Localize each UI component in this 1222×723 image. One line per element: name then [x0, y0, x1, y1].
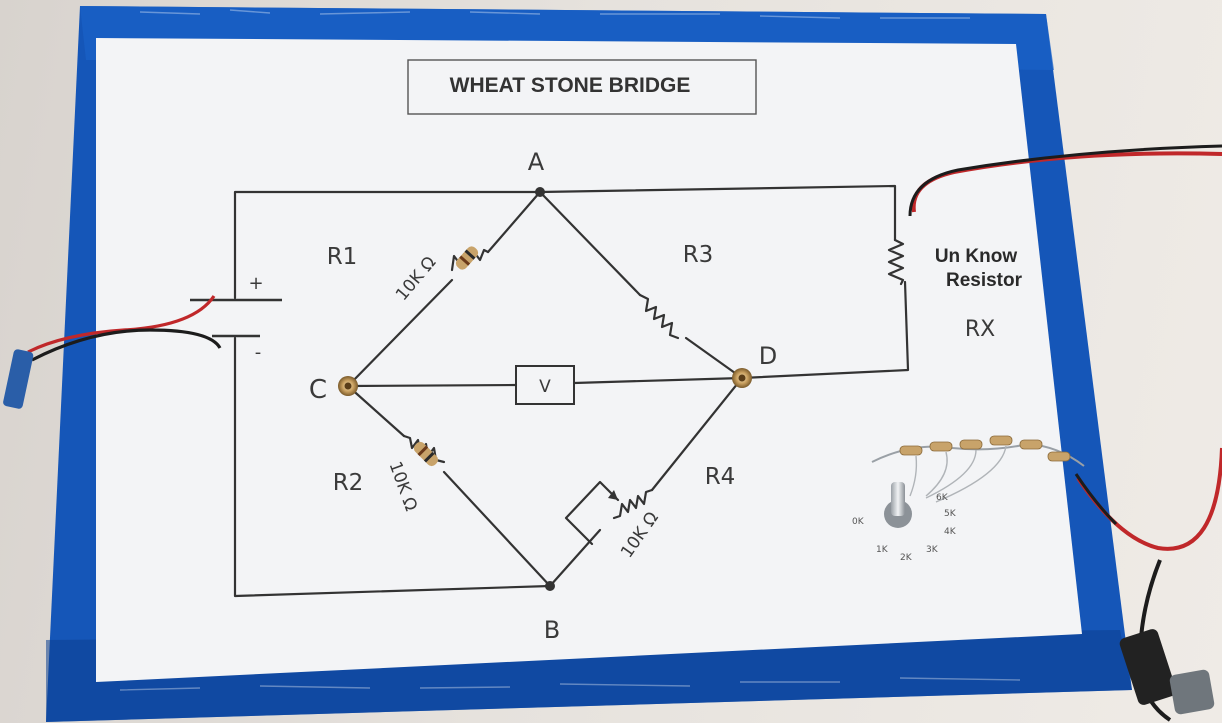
svg-text:6K: 6K	[936, 493, 949, 503]
node-d-eyelet	[732, 368, 752, 388]
unknown-resistor-line1: Un Know	[935, 246, 1018, 267]
node-c-eyelet	[338, 376, 358, 396]
title: WHEAT STONE BRIDGE	[450, 74, 691, 97]
node-b-label: B	[544, 616, 560, 644]
left-lead-wires	[3, 295, 222, 409]
unknown-resistor-symbol	[887, 238, 905, 286]
r1-label: R1	[327, 244, 358, 270]
svg-text:3K: 3K	[926, 545, 939, 555]
node-b-dot	[545, 581, 555, 591]
svg-text:1K: 1K	[876, 545, 889, 555]
circuit-wires	[233, 184, 910, 598]
rx-label: RX	[965, 317, 995, 342]
r2-label: R2	[333, 470, 364, 496]
variable-resistor-arrow	[564, 480, 620, 546]
paper-sheet	[96, 38, 1082, 682]
node-a-dot	[535, 187, 545, 197]
svg-text:4K: 4K	[944, 527, 957, 537]
variable-resistor-arrowhead	[608, 490, 618, 500]
rotary-selector-switch: 0K 1K 2K 3K 4K 5K 6K	[852, 435, 1085, 563]
physical-resistor-r2	[413, 441, 439, 467]
right-lead-wires	[908, 144, 1222, 722]
node-c-label: C	[309, 375, 327, 405]
voltmeter-box	[515, 365, 575, 405]
voltmeter-label: V	[539, 377, 551, 397]
unknown-resistor-line2: Resistor	[946, 270, 1023, 291]
resistor-r4-symbol	[612, 488, 654, 520]
node-a-label: A	[528, 148, 545, 176]
r3-label: R3	[683, 242, 714, 268]
tape-wrinkles	[119, 9, 1021, 691]
r4-label: R4	[705, 464, 736, 490]
physical-resistor-r1	[455, 246, 479, 270]
svg-text:0K: 0K	[852, 517, 865, 527]
resistor-r3-symbol	[638, 293, 680, 340]
node-d-label: D	[759, 342, 777, 370]
battery-minus: -	[255, 342, 262, 363]
title-box	[407, 59, 757, 115]
battery-plus: +	[248, 273, 263, 294]
svg-text:5K: 5K	[944, 509, 957, 519]
battery-symbol	[190, 298, 282, 338]
svg-text:2K: 2K	[900, 553, 913, 563]
